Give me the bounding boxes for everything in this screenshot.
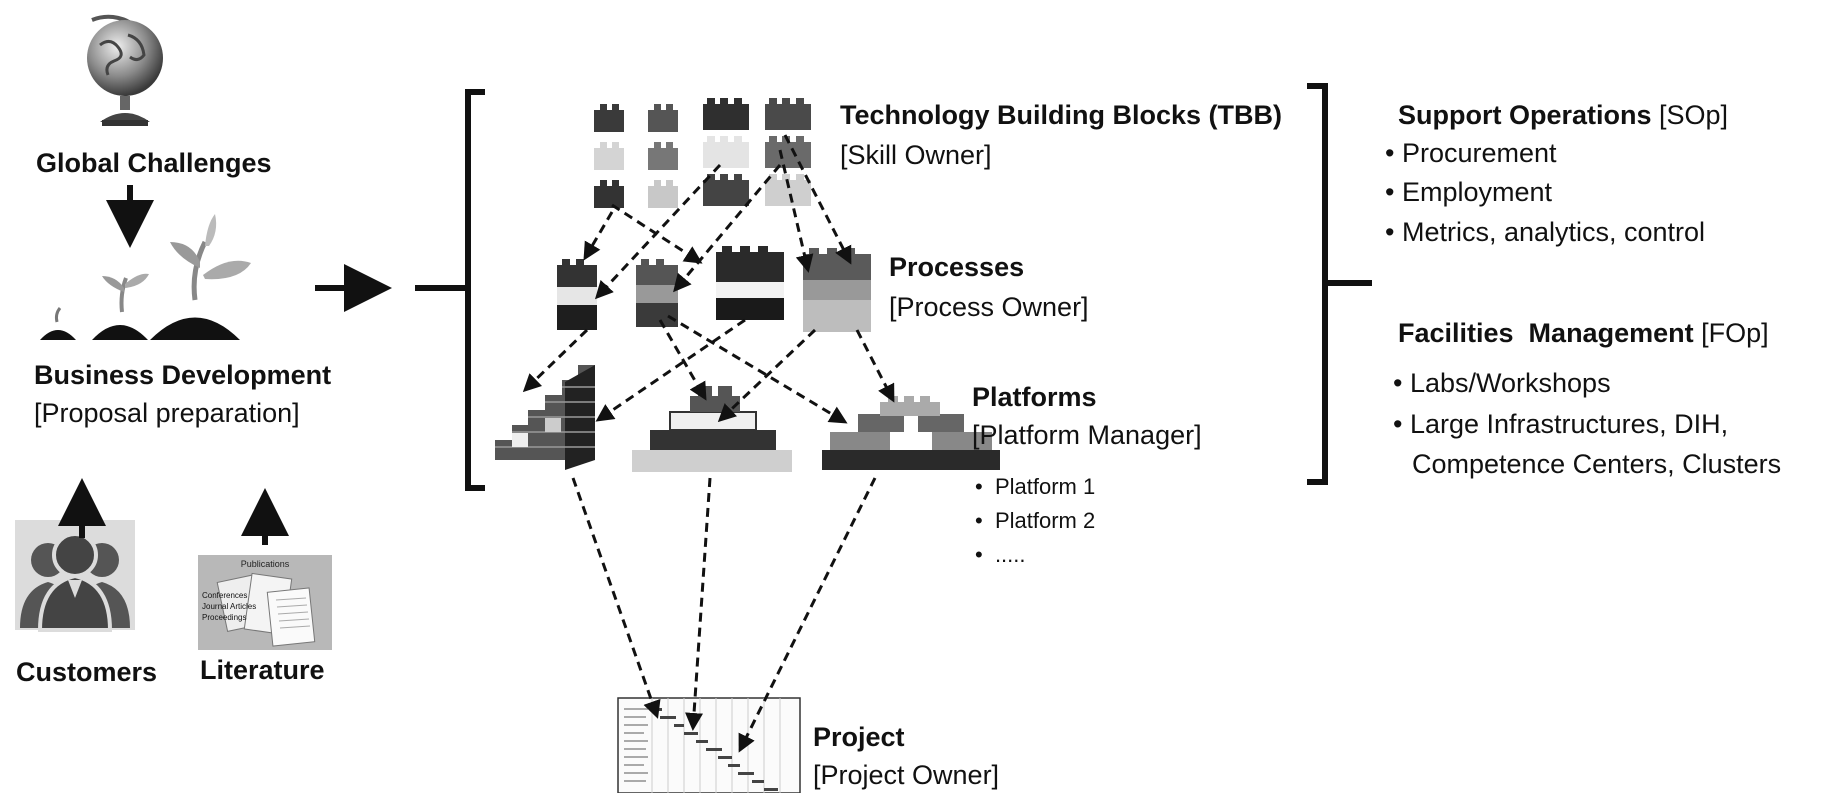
facilities-item-1: • Labs/Workshops — [1393, 368, 1611, 398]
processes-title: Processes — [889, 252, 1025, 282]
customers-label: Customers — [16, 657, 158, 687]
platform-item-3: • ..... — [975, 542, 1026, 567]
publications-line-2: Journal Articles — [202, 602, 256, 611]
support-item-2: • Employment — [1385, 177, 1553, 207]
publications-image: Publications Conferences Journal Article… — [198, 555, 332, 650]
support-item-1: • Procurement — [1385, 138, 1557, 168]
facilities-management-tag: [FOp] — [1701, 318, 1769, 348]
platform-pyramid — [632, 386, 792, 472]
publications-line-1: Conferences — [202, 591, 247, 600]
platforms-title: Platforms — [972, 382, 1097, 412]
facilities-item-3: Competence Centers, Clusters — [1412, 449, 1782, 479]
tbb-bricks — [594, 98, 811, 208]
support-item-3-text: Metrics, analytics, control — [1401, 217, 1706, 247]
support-operations-title: Support Operations — [1398, 100, 1652, 130]
project-gantt-image — [617, 697, 801, 793]
global-challenges-label: Global Challenges — [36, 148, 272, 178]
platform-item-3-text: ..... — [994, 542, 1026, 567]
platform-staircase — [495, 365, 595, 470]
literature-label: Literature — [200, 655, 325, 685]
platform-structures — [495, 365, 1000, 472]
platform-bridge — [822, 396, 1000, 470]
support-item-1-text: Procurement — [1401, 138, 1557, 168]
platforms-owner: [Platform Manager] — [972, 420, 1202, 450]
platform-item-2-text: Platform 2 — [994, 508, 1096, 533]
processes-owner: [Process Owner] — [889, 292, 1089, 322]
support-item-2-text: Employment — [1401, 177, 1553, 207]
facilities-item-2: • Large Infrastructures, DIH, — [1393, 409, 1729, 439]
facilities-management-title: Facilities Management — [1398, 318, 1694, 348]
support-operations-tag: [SOp] — [1659, 100, 1729, 130]
facilities-item-1-text: Labs/Workshops — [1409, 368, 1611, 398]
facilities-item-2-text: Large Infrastructures, DIH, — [1409, 409, 1729, 439]
left-flow-arrows — [58, 185, 392, 545]
facilities-management-heading: Facilities Management [FOp] — [1398, 318, 1769, 349]
support-item-3: • Metrics, analytics, control — [1385, 217, 1706, 247]
publications-line-3: Proceedings — [202, 613, 246, 622]
business-development-label: Business Development — [34, 360, 332, 390]
platform-item-2: • Platform 2 — [975, 508, 1096, 533]
support-operations-heading: Support Operations [SOp] — [1398, 100, 1728, 131]
tbb-title: Technology Building Blocks (TBB) — [840, 100, 1282, 130]
process-stack-1 — [557, 259, 597, 330]
dashed-connectors — [522, 134, 895, 753]
globe-icon — [87, 14, 163, 126]
customers-icon — [15, 520, 135, 632]
process-stack-2 — [636, 259, 678, 327]
tbb-owner: [Skill Owner] — [840, 140, 992, 170]
proposal-preparation-label: [Proposal preparation] — [34, 398, 300, 428]
process-stack-4 — [803, 248, 871, 332]
platform-item-1-text: Platform 1 — [994, 474, 1096, 499]
left-bracket — [415, 89, 485, 491]
right-bracket — [1307, 83, 1372, 485]
publications-title: Publications — [241, 559, 290, 569]
platform-item-1: • Platform 1 — [975, 474, 1096, 499]
project-title: Project — [813, 722, 905, 752]
project-owner: [Project Owner] — [813, 760, 1000, 790]
process-stack-3 — [716, 246, 784, 320]
seedlings-icon — [40, 214, 251, 340]
